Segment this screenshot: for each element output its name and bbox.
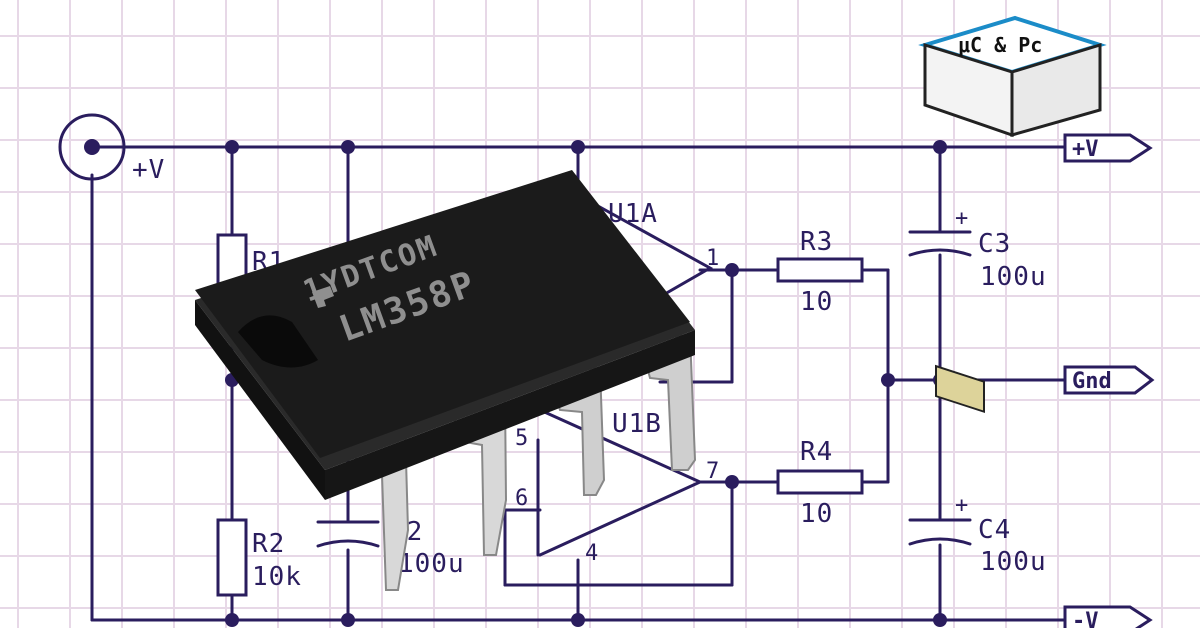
logo-text: μC & Pc <box>958 33 1042 57</box>
resistor-r4 <box>776 469 864 495</box>
r3-name: R3 <box>800 227 833 257</box>
supply-label: +V <box>132 155 165 185</box>
uc-pc-logo: μC & Pc <box>918 15 1107 414</box>
port-mid-label: Gnd <box>1072 369 1112 394</box>
capacitor-c4 <box>908 518 972 546</box>
c4-name: C4 <box>978 515 1011 545</box>
pin-1-label: 1 <box>706 246 719 271</box>
r4-name: R4 <box>800 437 833 467</box>
port-top: +V <box>1063 133 1153 163</box>
c3-value: 100u <box>980 262 1047 292</box>
port-mid: Gnd <box>1063 365 1155 395</box>
opamp-b-label: U1B <box>612 409 662 439</box>
supply-terminal <box>58 113 126 181</box>
capacitor-c3 <box>908 230 972 257</box>
resistor-r3 <box>776 257 864 283</box>
oscilloscope-screen-left-icon <box>935 364 985 414</box>
r2-value: 10k <box>252 562 302 592</box>
c2-value: 100u <box>398 549 465 579</box>
port-bottom: -V <box>1063 605 1153 628</box>
opamp-a-label: U1A <box>608 199 658 229</box>
r2-name: R2 <box>252 529 285 559</box>
c3-plus-sign: + <box>955 206 968 231</box>
capacitor-c2 <box>316 520 380 548</box>
c4-value: 100u <box>980 547 1047 577</box>
resistor-r2 <box>216 518 248 597</box>
pin-5-label: 5 <box>515 426 528 451</box>
pin-6-label: 6 <box>515 486 528 511</box>
port-bottom-label: -V <box>1072 609 1099 628</box>
pin-4-label: 4 <box>585 541 598 566</box>
c3-name: C3 <box>978 229 1011 259</box>
pin-7-label: 7 <box>706 459 719 484</box>
c4-plus-sign: + <box>955 493 968 518</box>
r4-value: 10 <box>800 499 833 529</box>
lm358p-chip: 1YDTCOM LM358P <box>195 170 697 591</box>
ti-logo-icon <box>312 286 334 308</box>
port-top-label: +V <box>1072 137 1099 162</box>
r3-value: 10 <box>800 287 833 317</box>
